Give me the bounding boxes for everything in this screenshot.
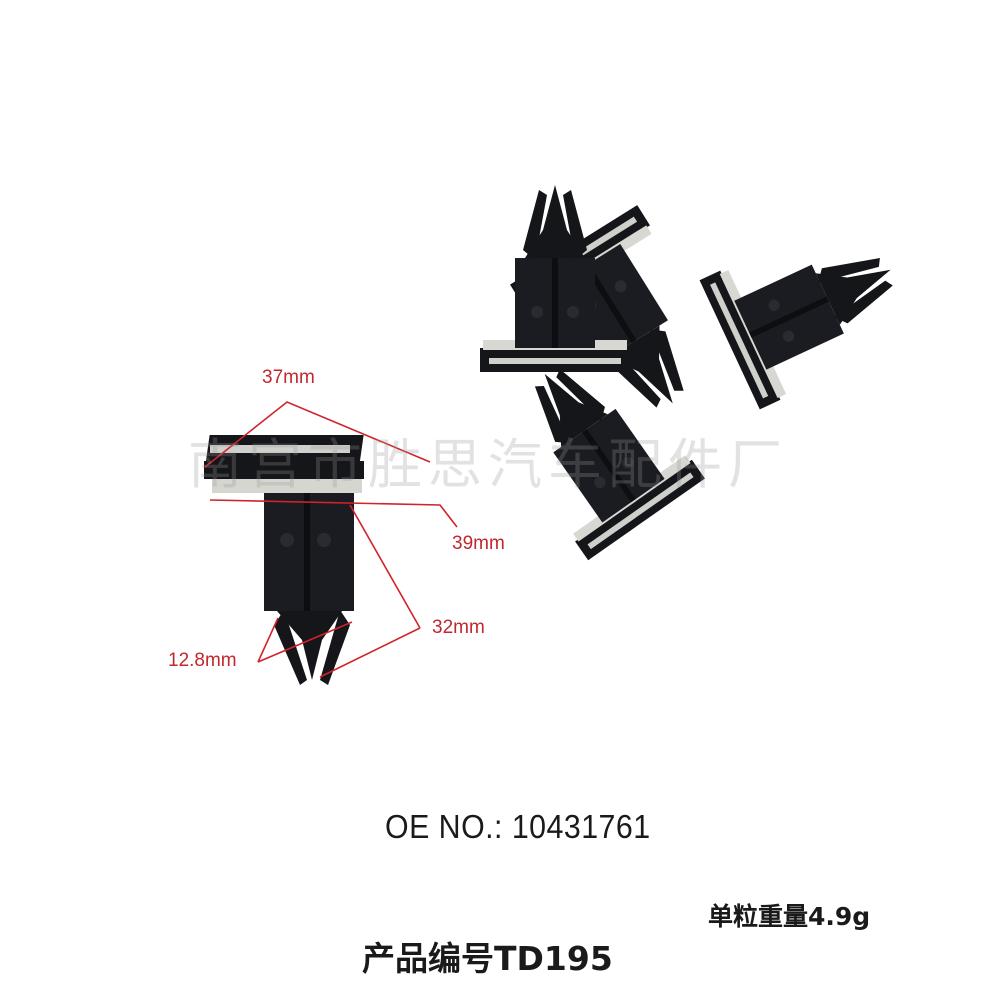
clip-right bbox=[699, 205, 921, 410]
oe-number: OE NO.: 10431761 bbox=[385, 808, 651, 845]
main-clip bbox=[204, 435, 364, 685]
dimension-label-width-top: 37mm bbox=[262, 367, 315, 388]
dimension-lines bbox=[204, 401, 458, 678]
dimension-label-pin-width: 12.8mm bbox=[168, 650, 237, 671]
product-code: 产品编号TD195 bbox=[362, 939, 613, 978]
dimension-label-width-base: 39mm bbox=[452, 533, 505, 554]
watermark-text: 南宫市胜思汽车配件厂 bbox=[188, 433, 788, 496]
dimension-label-height: 32mm bbox=[432, 617, 485, 638]
unit-weight: 单粒重量4.9g bbox=[708, 902, 871, 931]
